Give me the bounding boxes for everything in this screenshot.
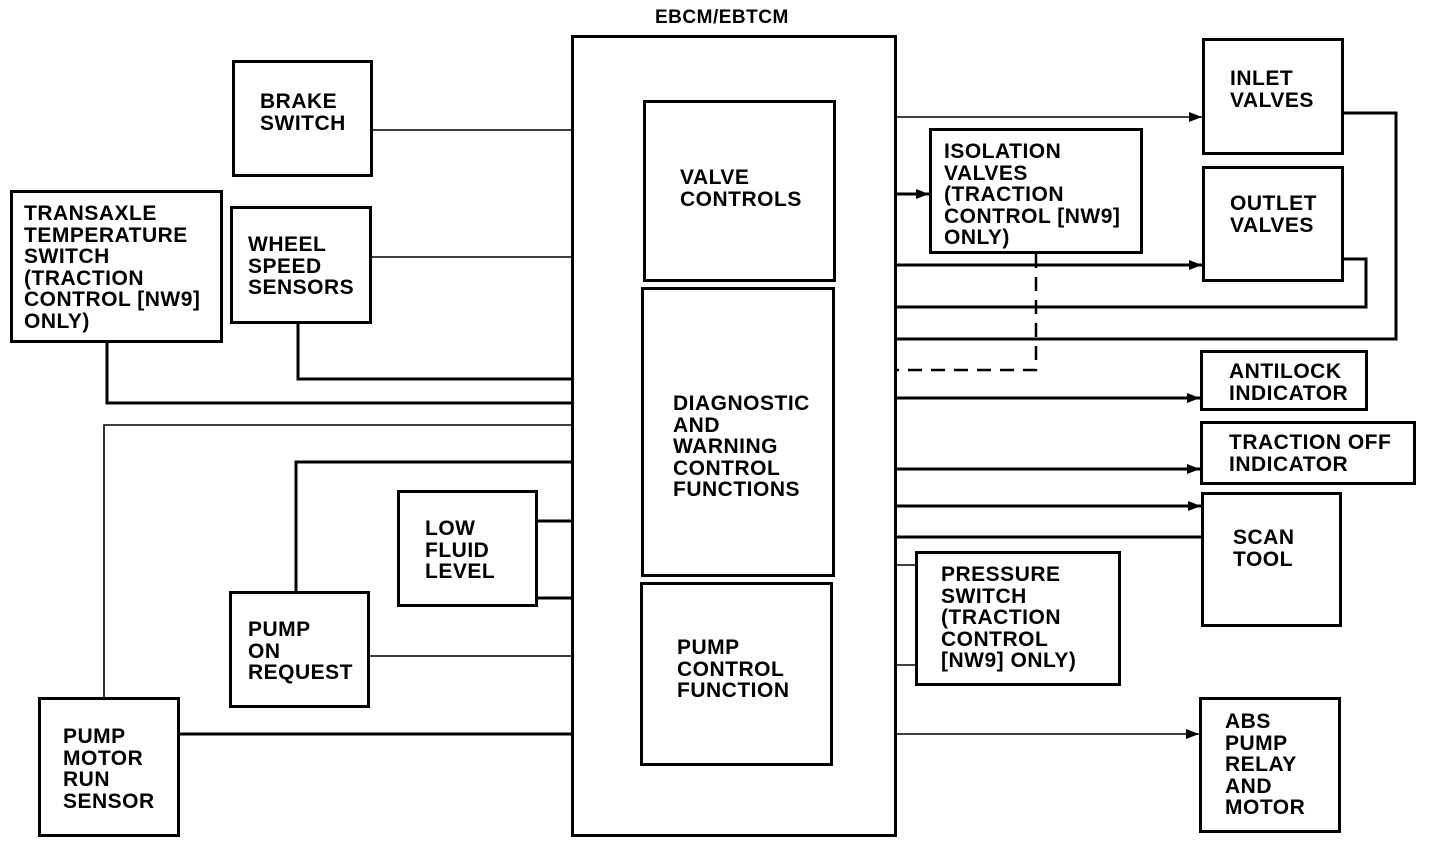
low-fluid-level-label: LOW FLUID LEVEL [425,517,496,583]
traction-off-wire-arrowhead [1187,464,1200,474]
diagram-title: EBCM/EBTCM [655,7,789,28]
inlet-valves-block [1202,38,1344,155]
isolation-valves-block [929,128,1143,254]
traction-off-indicator-block [1200,421,1416,485]
pump-motor-diag-wire [103,424,641,697]
isolation-valves-wire-arrowhead [916,189,929,199]
pump-on-request-label: PUMP ON REQUEST [248,618,354,684]
antilock-indicator-wire-arrowhead [1187,393,1200,403]
antilock-indicator-label: ANTILOCK INDICATOR [1229,360,1349,405]
pump-control-label: PUMP CONTROL FUNCTION [677,636,790,702]
scan-tool-out-wire-arrowhead [1188,501,1201,511]
pump-on-request-block [229,591,370,708]
inlet-valves-wire-arrowhead [1189,112,1202,122]
isolation-valves-label: ISOLATION VALVES (TRACTION CONTROL [NW9]… [944,140,1121,249]
scan-tool-block [1201,492,1342,627]
abs-pump-wire-arrowhead [1186,729,1199,739]
valve-controls-label: VALVE CONTROLS [680,166,802,211]
traction-off-indicator-label: TRACTION OFF INDICATOR [1229,431,1392,476]
abs-pump-relay-motor-block [1199,697,1341,833]
outlet-valves-block [1202,166,1344,282]
brake-switch-block [232,60,373,177]
pressure-switch-label: PRESSURE SWITCH (TRACTION CONTROL [NW9] … [941,563,1077,672]
outlet-valves-label: OUTLET VALVES [1230,192,1317,237]
scan-tool-label: SCAN TOOL [1233,526,1295,571]
inlet-feedback-wire [836,111,1398,341]
antilock-indicator-block [1200,350,1368,411]
wheel-speed-sensors-block [230,206,372,324]
pump-motor-run-sensor-block [38,697,180,837]
low-fluid-level-block [397,490,538,607]
abs-pump-relay-motor-label: ABS PUMP RELAY AND MOTOR [1225,710,1306,819]
inlet-valves-label: INLET VALVES [1230,67,1314,112]
outlet-feedback-wire [836,257,1368,309]
transaxle-temp-switch-block [10,190,223,343]
pump-on-req-diag-wire [294,460,641,591]
wheel-speed-sensors-label: WHEEL SPEED SENSORS [248,233,355,299]
wheel-speed-diag-wire [296,323,641,381]
valve-controls-block [643,100,836,282]
pump-control-block [640,582,833,766]
outlet-valves-wire-arrowhead [1189,260,1202,270]
diagnostic-warning-label: DIAGNOSTIC AND WARNING CONTROL FUNCTIONS [673,392,810,501]
diagnostic-warning-block [641,287,835,577]
pressure-switch-block [915,551,1121,686]
brake-switch-label: BRAKE SWITCH [260,90,346,135]
transaxle-temp-wire [105,342,641,405]
transaxle-temp-switch-label: TRANSAXLE TEMPERATURE SWITCH (TRACTION C… [24,202,201,333]
pump-motor-run-sensor-label: PUMP MOTOR RUN SENSOR [63,725,155,813]
isolation-feedback-wire [836,254,1038,372]
